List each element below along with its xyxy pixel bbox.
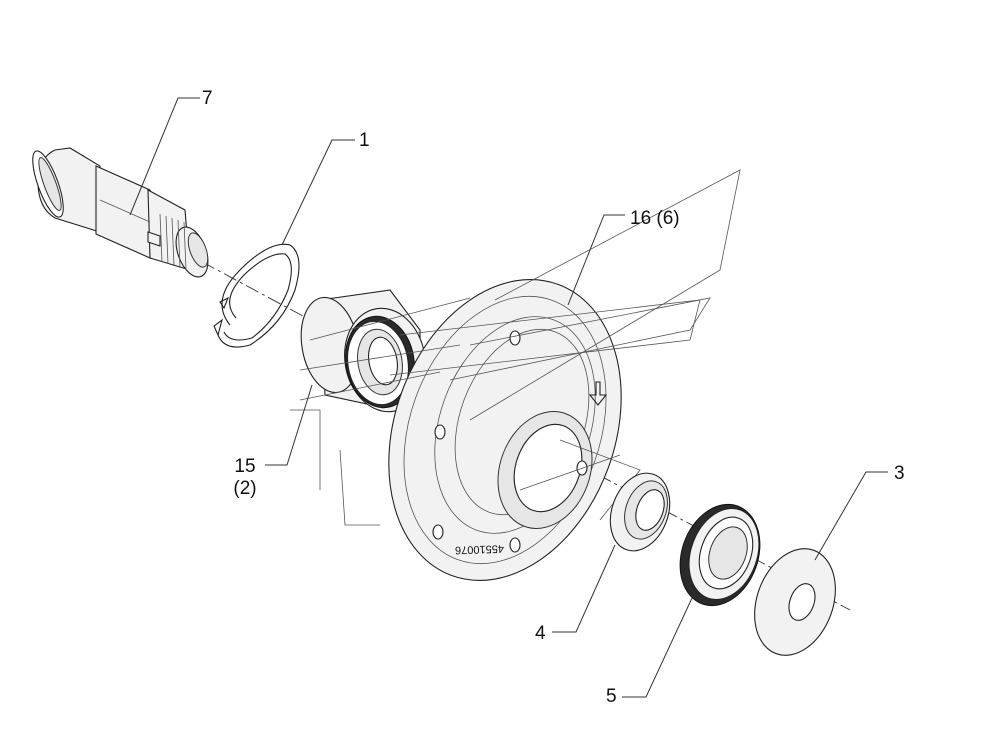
part-16-hub-flange [290,169,741,581]
callout-3: 3 [894,463,905,484]
leader-16 [567,214,625,306]
part-5-seal [679,503,761,607]
callout-7: 7 [202,88,213,109]
leader-5 [622,597,693,698]
hub-marking: 45510076 [454,542,505,556]
callout-5: 5 [606,686,617,707]
leader-1 [281,139,355,246]
part-3-washer [754,548,836,656]
callout-15-number: 15 [234,456,256,477]
callout-15-quantity: (2) [233,478,257,499]
part-1-snap-ring [213,243,300,348]
callout-16: 16 (6) [630,208,680,229]
callout-15: 15 (2) [225,456,265,500]
part-7-axle-pin [32,147,209,278]
callout-4: 4 [535,623,546,644]
leader-3 [814,471,888,561]
leader-7 [129,97,200,216]
part-4-sleeve [609,472,671,552]
callout-1: 1 [359,130,370,151]
leader-4 [552,544,616,633]
leader-15 [265,384,313,466]
